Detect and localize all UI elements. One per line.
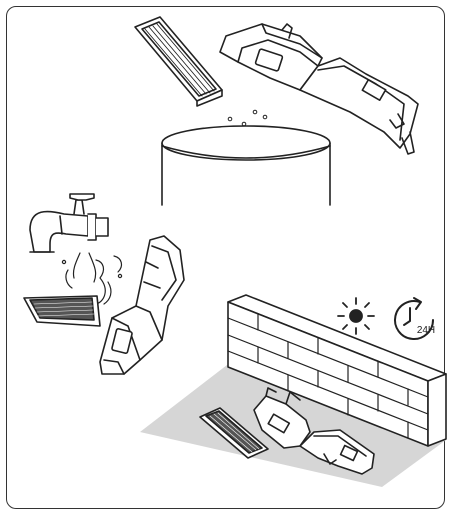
dustbin-icon xyxy=(100,236,184,374)
timer-24h-icon: 24H xyxy=(395,298,435,339)
sun-icon xyxy=(338,298,374,334)
faucet-icon xyxy=(30,194,108,252)
filter-icon xyxy=(135,17,222,106)
filter-icon xyxy=(24,296,100,326)
timer-label: 24H xyxy=(417,325,435,336)
trash-can-icon xyxy=(162,126,330,205)
